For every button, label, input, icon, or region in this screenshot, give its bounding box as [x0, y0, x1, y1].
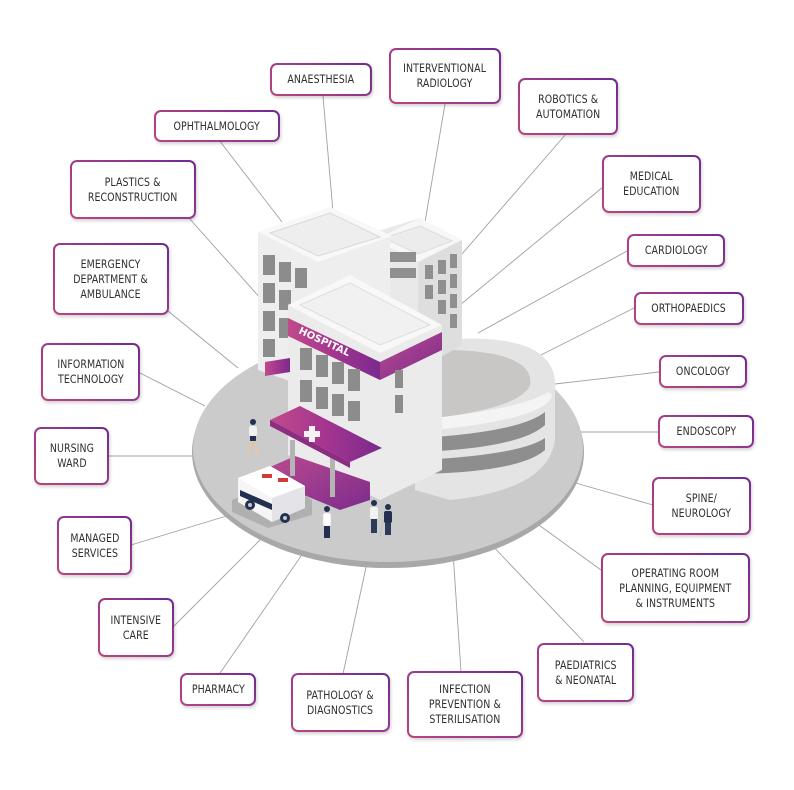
connector-robotics: [454, 133, 567, 263]
label-intensive-care: INTENSIVE CARE: [98, 598, 174, 657]
label-nursing-ward: NURSING WARD: [34, 427, 109, 485]
label-ophthalmology: OPHTHALMOLOGY: [154, 110, 280, 142]
label-interventional-radiology: INTERVENTIONAL RADIOLOGY: [389, 48, 501, 104]
label-oncology: ONCOLOGY: [659, 355, 747, 388]
patient-with-cane: [379, 504, 392, 537]
label-infection-prevention: INFECTION PREVENTION & STERILISATION: [407, 671, 523, 738]
connector-oncology: [554, 371, 660, 385]
label-anaesthesia: ANAESTHESIA: [270, 63, 372, 96]
connector-orthopaedics: [536, 307, 635, 358]
label-information-technology: INFORMATION TECHNOLOGY: [41, 343, 140, 401]
label-managed-services: MANAGED SERVICES: [57, 516, 132, 575]
connector-spine: [571, 481, 654, 506]
nurse: [370, 500, 378, 533]
connector-lines: [108, 95, 660, 677]
label-medical-education: MEDICAL EDUCATION: [602, 155, 701, 213]
doctor: [322, 506, 332, 538]
label-paediatrics-neonatal: PAEDIATRICS & NEONATAL: [537, 643, 634, 702]
label-pharmacy: PHARMACY: [180, 673, 256, 706]
medical-cross-icon: [304, 426, 320, 442]
connector-emergency: [167, 310, 239, 369]
label-orthopaedics: ORTHOPAEDICS: [634, 292, 744, 325]
label-operating-room: OPERATING ROOM PLANNING, EQUIPMENT & INS…: [601, 553, 750, 623]
entrance-canopy: [268, 406, 382, 510]
connector-cardiology: [477, 250, 628, 334]
connector-operating-room: [531, 519, 602, 571]
connector-pharmacy: [217, 545, 309, 677]
connector-anaesthesia: [322, 95, 334, 213]
connector-ophthalmology: [218, 139, 283, 223]
person-walking: [248, 419, 258, 456]
connector-medical-education: [459, 186, 604, 306]
connector-managed-services: [130, 513, 234, 546]
label-pathology-diagnostics: PATHOLOGY & DIAGNOSTICS: [291, 673, 390, 732]
label-emergency-department-ambulance: EMERGENCY DEPARTMENT & AMBULANCE: [53, 243, 169, 315]
connector-plastics: [188, 217, 263, 301]
label-cardiology: CARDIOLOGY: [627, 234, 725, 267]
connector-paediatrics: [487, 540, 585, 643]
label-spine-neurology: SPINE/ NEUROLOGY: [652, 477, 751, 535]
ambulance: [232, 466, 312, 528]
label-endoscopy: ENDOSCOPY: [658, 415, 754, 448]
connector-interventional-radiology: [424, 103, 446, 223]
connector-infection: [452, 551, 462, 673]
label-robotics-automation: ROBOTICS & AUTOMATION: [518, 78, 618, 135]
label-plastics-reconstruction: PLASTICS & RECONSTRUCTION: [70, 160, 196, 219]
connector-information-technology: [137, 371, 206, 407]
curved-wing: [415, 338, 556, 500]
connector-pathology: [342, 557, 369, 675]
connector-intensive-care: [172, 531, 269, 628]
people: [248, 419, 392, 538]
